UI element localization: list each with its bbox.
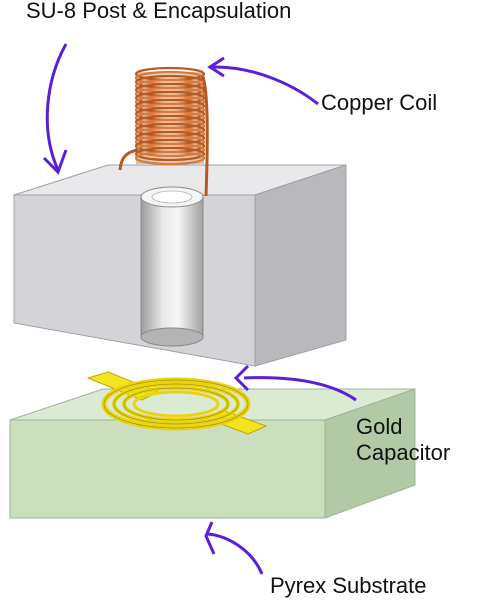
su8-post-label: SU-8 Post & Encapsulation [26,0,292,23]
gold-capacitor-label-line1: Gold [356,414,403,439]
pyrex-substrate-arrow [204,521,264,575]
copper-coil-label: Copper Coil [321,90,438,115]
gold-capacitor-arrow [233,364,357,402]
copper-coil [118,66,209,197]
coil-turn [134,146,206,162]
coil-turn [134,150,206,166]
arrows [42,43,357,575]
su8-arrow [42,43,68,175]
su8-post [140,186,204,347]
pyrex-substrate-block [9,388,416,519]
copper-coil-arrow [207,56,319,106]
gold-capacitor [86,371,268,435]
gold-capacitor-label-line2: Capacitor [356,440,451,465]
gold-capacitor-label: Gold Capacitor [356,414,450,466]
pyrex-substrate-label: Pyrex Substrate [270,573,427,598]
